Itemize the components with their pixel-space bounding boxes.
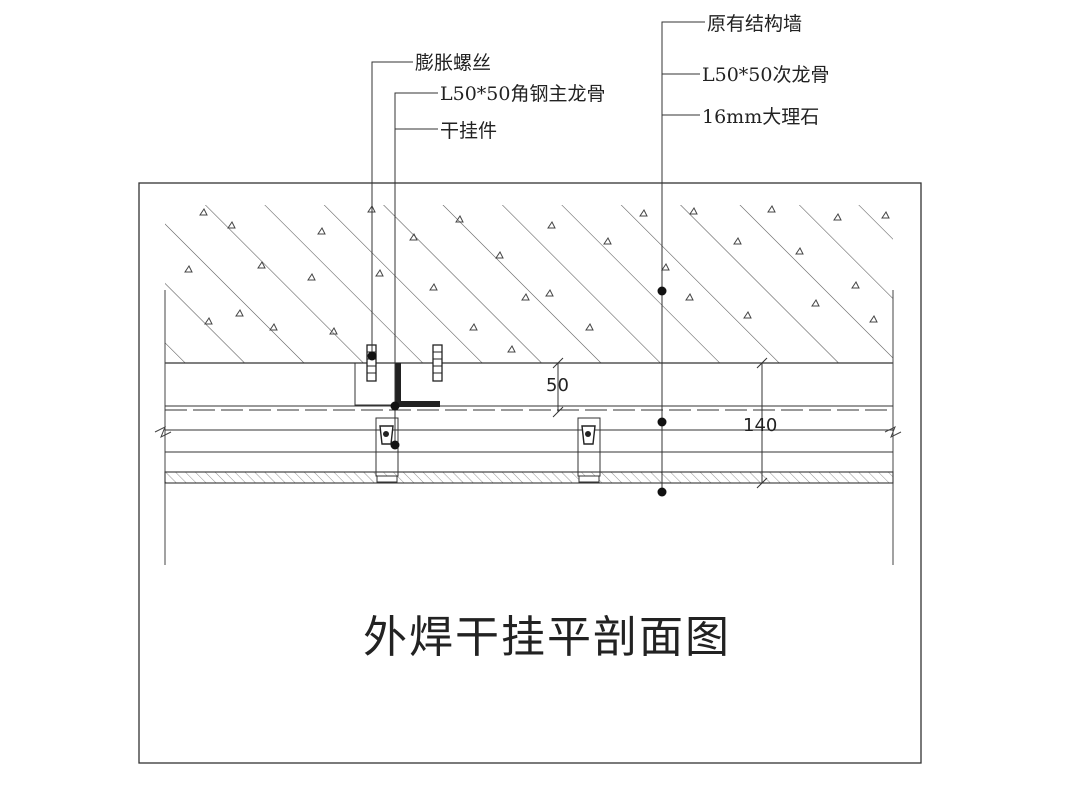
label-dry-hanger: 干挂件	[440, 120, 497, 142]
dimension-140: 140	[743, 415, 777, 436]
dimension-lines	[552, 357, 768, 489]
marble-plate	[164, 471, 894, 484]
structural-wall	[165, 205, 893, 363]
expansion-bolt-right	[432, 344, 443, 382]
drawing-frame	[138, 182, 922, 764]
leader-dots	[367, 286, 667, 497]
break-left	[154, 425, 172, 439]
aggregate-marks	[184, 205, 890, 353]
label-expansion-bolt: 膨胀螺丝	[415, 52, 491, 74]
label-marble: 16mm大理石	[702, 106, 819, 128]
label-main-keel: L50*50角钢主龙骨	[440, 83, 605, 105]
dry-hanger-right	[577, 417, 601, 483]
label-original-wall: 原有结构墙	[707, 13, 802, 35]
drawing-title: 外焊干挂平剖面图	[363, 612, 731, 663]
break-right	[884, 425, 902, 439]
label-secondary-keel: L50*50次龙骨	[702, 64, 829, 86]
dimension-50: 50	[546, 375, 569, 396]
leader-lines	[371, 21, 705, 492]
